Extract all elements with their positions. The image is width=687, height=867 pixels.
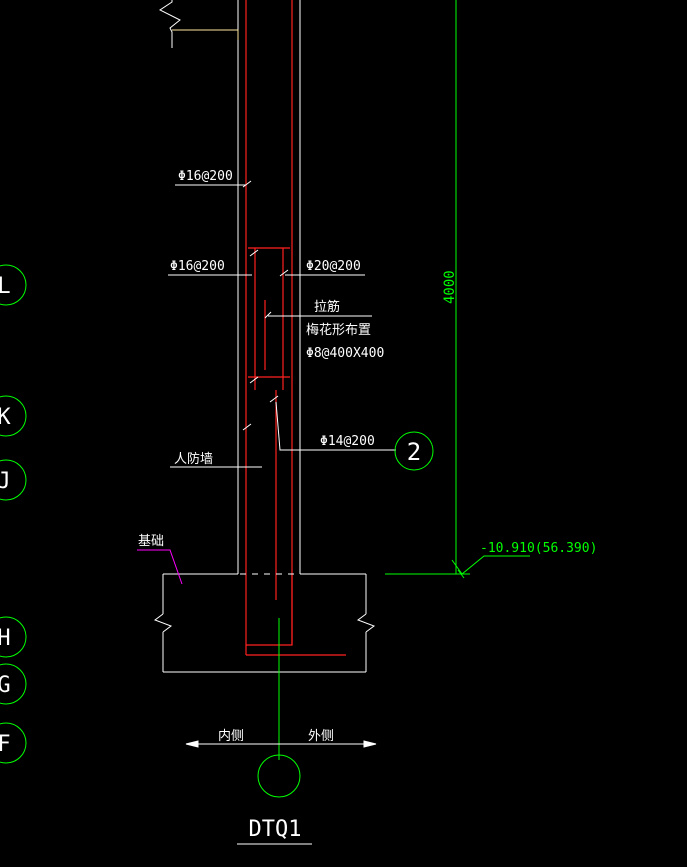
top-leader	[172, 29, 239, 40]
axis-label-j: J	[0, 469, 11, 494]
axis-label-l: L	[0, 274, 11, 299]
axis-label-h: H	[0, 626, 11, 651]
inner-side-label: 内侧	[218, 728, 244, 744]
rebar-top-label: Φ16@200	[178, 169, 233, 184]
outer-side-label: 外侧	[308, 729, 334, 744]
elevation-label: -10.910(56.390)	[480, 541, 597, 556]
axis-label-f: F	[0, 732, 11, 757]
axis-label-g: G	[0, 673, 11, 698]
section-title: DTQ1	[249, 817, 302, 842]
rebar-left-label: Φ16@200	[170, 259, 225, 274]
wall-type-label: 人防墙	[174, 451, 213, 467]
side-dimension	[185, 740, 377, 748]
tie-title-label: 拉筋	[314, 299, 340, 315]
foundation	[153, 573, 376, 673]
detail-callout-circle	[394, 431, 434, 471]
rebar-lower-label: Φ14@200	[320, 434, 375, 449]
height-dim-label: 4000	[442, 270, 458, 304]
tie-layout-label: 梅花形布置	[306, 322, 371, 338]
tick-marks	[242, 180, 289, 431]
tie-spec-label: Φ8@400X400	[306, 346, 384, 361]
leader-lines	[168, 184, 396, 468]
wall-outline	[237, 0, 301, 574]
rebar-right-label: Φ20@200	[306, 259, 361, 274]
grid-axis-bubbles	[0, 264, 27, 764]
centerline	[257, 618, 301, 798]
callout-number: 2	[407, 438, 421, 466]
axis-label-k: K	[0, 405, 11, 430]
top-break-line	[159, 0, 181, 48]
height-dimension	[385, 0, 530, 579]
foundation-leader	[137, 549, 183, 585]
rebar-lines	[245, 0, 346, 656]
foundation-label: 基础	[138, 534, 164, 549]
